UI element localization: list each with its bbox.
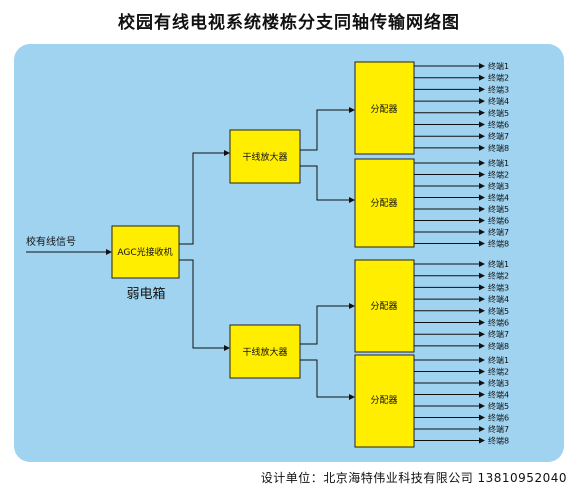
- amplifier-1[interactable]: 干线放大器: [229, 129, 301, 184]
- splitter-1[interactable]: 分配器: [354, 61, 415, 155]
- diagram-panel: [14, 44, 564, 462]
- splitter-4-terminal-4-label: 终端4: [488, 390, 509, 400]
- amplifier-1-label: 干线放大器: [242, 151, 287, 163]
- splitter-3-terminal-1-label: 终端1: [488, 259, 509, 269]
- splitter-4-label: 分配器: [370, 395, 397, 406]
- terminal-outputs: 终端1终端2终端3终端4终端5终端6终端7终端8终端1终端2终端3终端4终端5终…: [414, 61, 509, 446]
- splitter-3-terminal-2-label: 终端2: [488, 271, 509, 281]
- cabinet-label: 弱电箱: [126, 286, 165, 302]
- splitter-3-terminal-6-label: 终端6: [488, 318, 509, 328]
- splitter-4-terminal-1-label: 终端1: [488, 355, 509, 365]
- splitter-1-terminal-1-label: 终端1: [488, 61, 509, 71]
- splitter-2-terminal-4-label: 终端4: [488, 193, 509, 203]
- splitter-3[interactable]: 分配器: [354, 259, 415, 353]
- splitter-4-terminal-5-label: 终端5: [488, 401, 509, 411]
- splitter-1-terminal-2-label: 终端2: [488, 73, 509, 83]
- splitter-1-terminal-7-label: 终端7: [488, 131, 509, 141]
- amp-1-to-splitter-2-wire: [300, 165, 355, 203]
- splitter-4-terminal-6-label: 终端6: [488, 413, 509, 423]
- splitter-2-terminal-1-label: 终端1: [488, 158, 509, 168]
- amplifier-2-label: 干线放大器: [242, 346, 287, 358]
- splitter-2-label: 分配器: [370, 198, 397, 209]
- splitter-1-terminal-6-label: 终端6: [488, 120, 509, 130]
- agc-to-amp-2-wire: [179, 259, 230, 351]
- agc-to-amp-1-wire: [179, 150, 230, 245]
- splitter-3-terminal-4-label: 终端4: [488, 294, 509, 304]
- splitter-1-terminal-3-label: 终端3: [488, 84, 509, 94]
- splitter-2-terminal-7-label: 终端7: [488, 227, 509, 237]
- amp-2-to-splitter-3-wire: [300, 303, 355, 345]
- splitter-2-terminal-5-label: 终端5: [488, 204, 509, 214]
- splitter-4-terminal-8-label: 终端8: [488, 436, 509, 446]
- agc-receiver-label: AGC光接收机: [117, 246, 172, 258]
- splitter-2-terminal-8-label: 终端8: [488, 239, 509, 249]
- splitter-3-terminal-3-label: 终端3: [488, 282, 509, 292]
- splitter-1-terminal-5-label: 终端5: [488, 108, 509, 118]
- amp-2-to-splitter-4-wire: [300, 359, 355, 400]
- input-signal-label: 校有线信号: [26, 235, 76, 248]
- splitter-2[interactable]: 分配器: [354, 158, 415, 248]
- amp-1-to-splitter-1-wire: [300, 107, 355, 151]
- splitter-2-terminal-6-label: 终端6: [488, 216, 509, 226]
- diagram-title: 校园有线电视系统楼栋分支同轴传输网络图: [118, 13, 460, 33]
- amplifier-2[interactable]: 干线放大器: [229, 324, 301, 379]
- splitter-2-terminal-2-label: 终端2: [488, 170, 509, 180]
- splitter-3-terminal-5-label: 终端5: [488, 306, 509, 316]
- splitter-4-terminal-2-label: 终端2: [488, 367, 509, 377]
- splitter-2-terminal-3-label: 终端3: [488, 181, 509, 191]
- splitter-1-label: 分配器: [370, 104, 397, 115]
- agc-receiver[interactable]: AGC光接收机: [111, 225, 180, 279]
- footer-credit: 设计单位：北京海特伟业科技有限公司 13810952040: [260, 471, 567, 485]
- splitter-3-label: 分配器: [370, 301, 397, 312]
- splitter-3-terminal-7-label: 终端7: [488, 329, 509, 339]
- splitter-4-terminal-3-label: 终端3: [488, 378, 509, 388]
- splitter-4[interactable]: 分配器: [354, 354, 415, 448]
- splitter-1-terminal-8-label: 终端8: [488, 143, 509, 153]
- splitter-1-terminal-4-label: 终端4: [488, 96, 509, 106]
- splitter-3-terminal-8-label: 终端8: [488, 341, 509, 351]
- splitter-4-terminal-7-label: 终端7: [488, 424, 509, 434]
